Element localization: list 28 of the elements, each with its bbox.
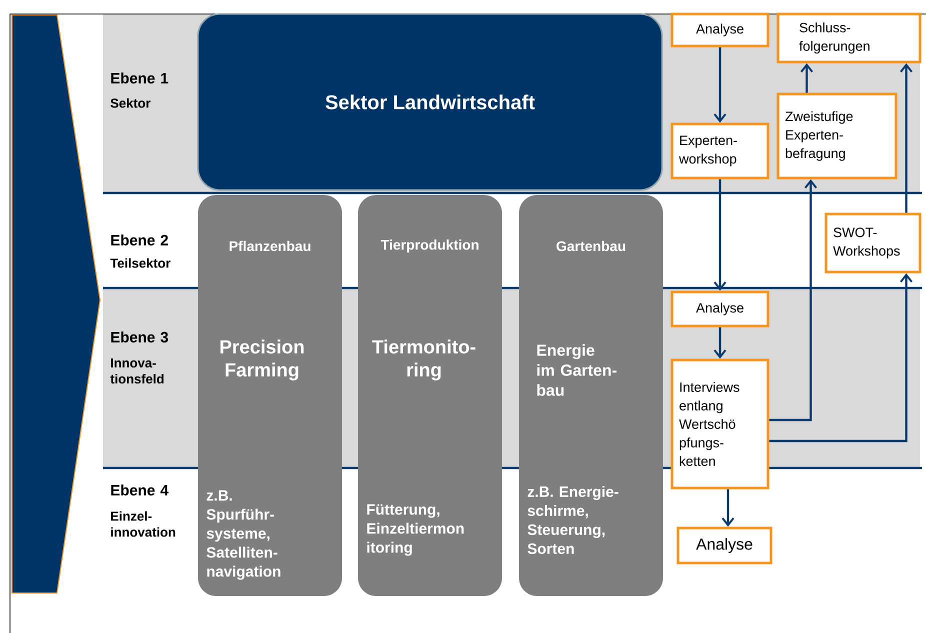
level-label: Innova- tionsfeld xyxy=(110,358,164,384)
level-label: Sektor xyxy=(110,98,150,108)
level-label: Ebene 1 xyxy=(111,72,168,84)
sector-box: Sektor Landwirtschaft xyxy=(197,13,663,191)
arrow xyxy=(714,47,726,123)
method-box: Zweistufige Experten- befragung xyxy=(776,92,898,180)
method-box: Analyse xyxy=(676,526,772,564)
column-box: Pflanzenbau Precision Farming z.B. Spurführ- systeme, Satelliten- navigation xyxy=(198,195,342,596)
method-box: Schluss- folgerungen xyxy=(776,12,922,64)
method-box: Analyse xyxy=(670,12,770,48)
column-box: Tierproduktion Tiermonito- ring Fütterung, Einzeltiermon itoring xyxy=(358,195,502,596)
method-box: Interviews entlang Wertschö pfungs- ketten xyxy=(670,358,770,490)
level-label: Einzel- innovation xyxy=(111,511,176,537)
level-label: Ebene 3 xyxy=(111,332,168,343)
level-label: Ebene 2 xyxy=(111,234,168,246)
arrow xyxy=(714,327,726,359)
method-box: Analyse xyxy=(670,290,770,328)
arrow xyxy=(900,63,913,213)
method-box: Experten- workshop xyxy=(670,122,770,180)
method-box: SWOT- Workshops xyxy=(824,212,922,274)
arrow xyxy=(714,179,726,291)
column-box: Gartenbau Energie im Garten- bau z.B. Energie- schirme, Steuerung, Sorten xyxy=(519,195,663,596)
level-label: Ebene 4 xyxy=(111,484,168,496)
level-label: Teilsektor xyxy=(110,258,170,268)
arrow xyxy=(769,273,913,442)
arrow xyxy=(722,489,734,527)
arrow xyxy=(769,179,818,422)
arrow xyxy=(800,63,814,93)
